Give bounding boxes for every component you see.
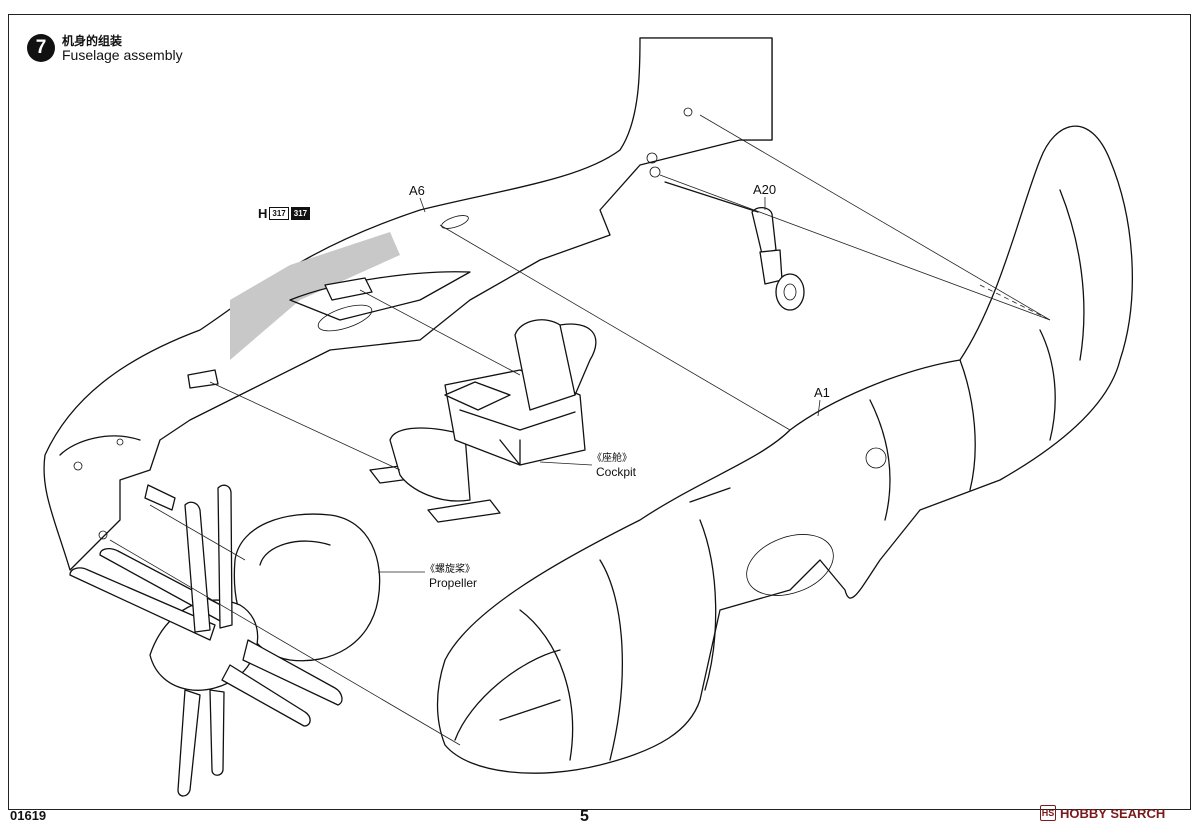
panel-insert [324,277,373,301]
seat-back [514,319,576,411]
panel-line-1 [519,609,574,761]
watermark: HS HOBBY SEARCH [1040,805,1165,821]
catalog-number: 01619 [10,808,47,823]
tail-wheel-strut-top [751,207,777,255]
paint-code-outline: 317 [269,207,289,220]
propeller-label-en: Propeller [429,576,478,590]
paint-code-filled: 317 [290,207,311,220]
fuselage-half-a1 [436,125,1133,774]
instrument-panel [444,381,511,411]
cockpit-floor-runner-right [427,499,501,523]
fuselage-roundel-panel [746,534,834,596]
watermark-text: HOBBY SEARCH [1060,805,1166,821]
panel-line-2 [599,559,623,761]
step-number-badge: 7 [27,34,55,62]
page-number: 5 [580,808,589,825]
step-title-chinese: 机身的组装 [62,34,123,48]
lower-tab [144,484,176,511]
cockpit-bulkhead [389,427,471,502]
panel-line-6 [1039,329,1056,441]
panel-line-3 [699,519,717,691]
tail-wheel-a20 [646,107,805,311]
tail-wheel-tire [775,273,805,311]
side-opening [317,304,373,332]
cockpit-tub [369,319,597,523]
propeller-blade-4 [217,484,233,629]
propeller-blade-8 [209,689,225,776]
panel-line-5 [959,359,976,491]
panel-line-4 [869,399,891,521]
step-title-english: Fuselage assembly [62,47,183,63]
fuselage-half-a6 [43,37,773,571]
fuselage-left-shell [43,37,773,571]
part-label-a20: A20 [753,182,777,197]
nose-rim [59,435,141,456]
propeller-blade-6 [221,664,311,727]
paint-letter: H [258,206,268,221]
forward-insert [187,369,219,389]
cockpit-interior-shaded [230,232,400,360]
fuselage-right-shell [436,125,1133,774]
cockpit-side-rail [459,409,576,431]
seat-harness-frame [559,323,597,396]
tail-wheel-pin [664,181,759,213]
propeller-blade-5 [242,639,343,706]
assembly-guide-lines [109,114,1051,746]
propeller-blade-3 [184,501,211,633]
propeller-label-cn: 《螺旋桨》 [425,564,475,575]
propeller-blade-7 [177,689,201,797]
nose-ring-edge [454,649,561,741]
cockpit-label-cn: 《座舱》 [592,453,632,464]
paint-reference-mark: H 317 317 [258,206,311,221]
canopy-sill [289,271,471,321]
part-label-a1: A1 [814,385,830,400]
propeller-assembly [69,484,381,797]
page-frame [8,14,1191,810]
tail-wheel-oleo [759,249,783,285]
part-label-a6: A6 [409,183,425,198]
watermark-logo-icon: HS [1040,805,1056,821]
fuselage-port [865,447,887,469]
cockpit-label-en: Cockpit [596,465,637,479]
tail-wheel-hub [783,283,797,301]
rudder-hinge-line [1059,189,1085,361]
